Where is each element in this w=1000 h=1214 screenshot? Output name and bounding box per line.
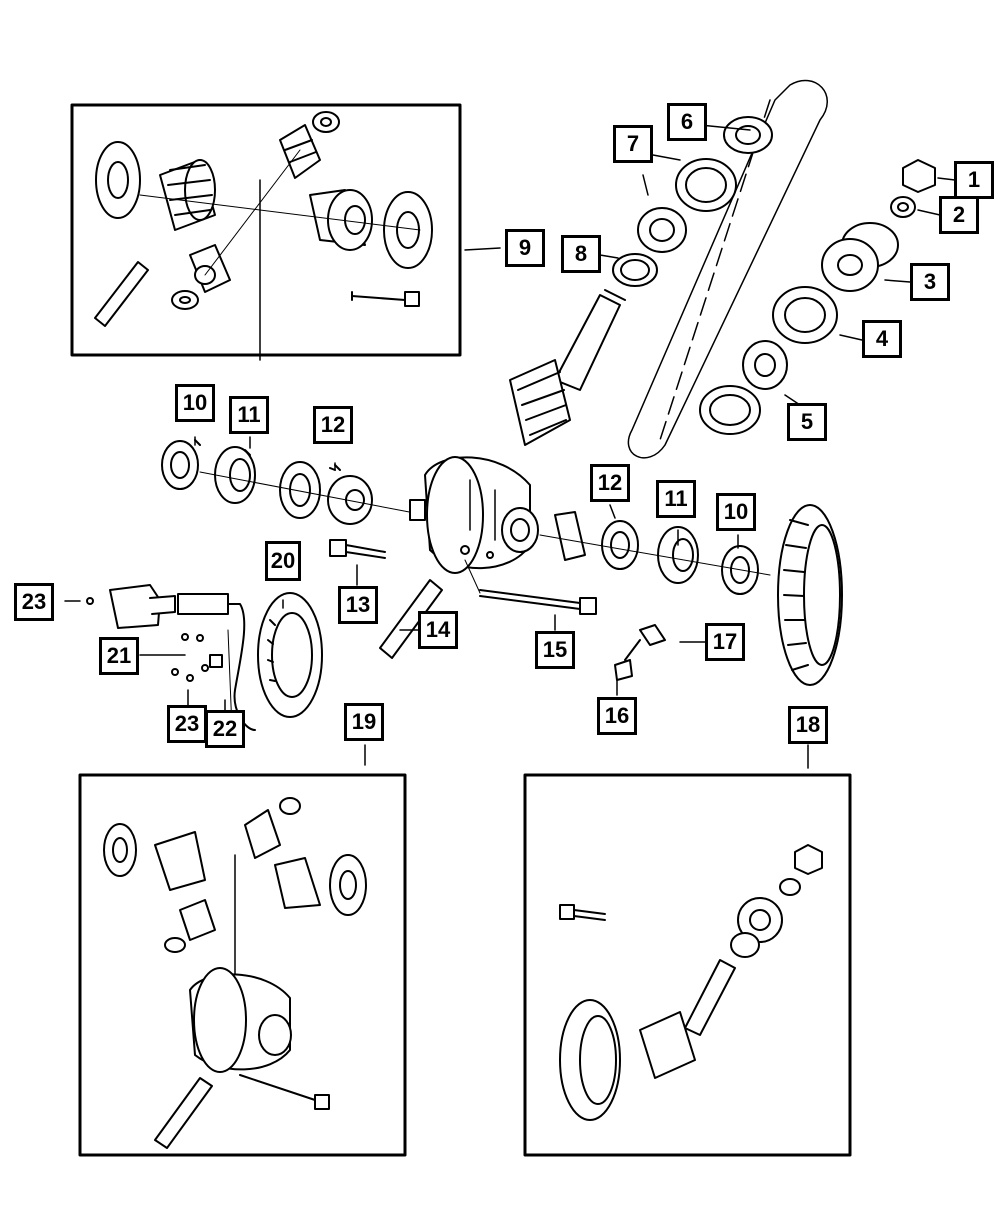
callout-3[interactable]: 3 (910, 263, 950, 301)
callout-15[interactable]: 15 (535, 631, 575, 669)
kit-box-19 (78, 773, 407, 1157)
pinion-assembly (509, 79, 936, 459)
callout-10-right[interactable]: 10 (716, 493, 756, 531)
callout-6[interactable]: 6 (667, 103, 707, 141)
callout-11-right[interactable]: 11 (656, 480, 696, 518)
callout-2[interactable]: 2 (939, 196, 979, 234)
callout-16[interactable]: 16 (597, 697, 637, 735)
callout-23-bottom[interactable]: 23 (167, 705, 207, 743)
callout-20[interactable]: 20 (265, 541, 301, 581)
callout-10-left[interactable]: 10 (175, 384, 215, 422)
differential-case-assembly (161, 439, 843, 686)
callout-13[interactable]: 13 (338, 586, 378, 624)
callout-23-top[interactable]: 23 (14, 583, 54, 621)
callout-11-left[interactable]: 11 (229, 396, 269, 434)
callout-19[interactable]: 19 (344, 703, 384, 741)
callout-12-right[interactable]: 12 (590, 464, 630, 502)
callout-9[interactable]: 9 (505, 229, 545, 267)
callout-21[interactable]: 21 (99, 637, 139, 675)
callout-5[interactable]: 5 (787, 403, 827, 441)
sensor-assembly (86, 584, 323, 731)
callout-4[interactable]: 4 (862, 320, 902, 358)
callout-18[interactable]: 18 (788, 706, 828, 744)
callout-14[interactable]: 14 (418, 611, 458, 649)
callout-22[interactable]: 22 (205, 710, 245, 748)
callout-12-left[interactable]: 12 (313, 406, 353, 444)
kit-box-18 (523, 773, 852, 1157)
callout-8[interactable]: 8 (561, 235, 601, 273)
kit-box-9 (70, 103, 462, 361)
callout-1[interactable]: 1 (954, 161, 994, 199)
callout-7[interactable]: 7 (613, 125, 653, 163)
callout-17[interactable]: 17 (705, 623, 745, 661)
